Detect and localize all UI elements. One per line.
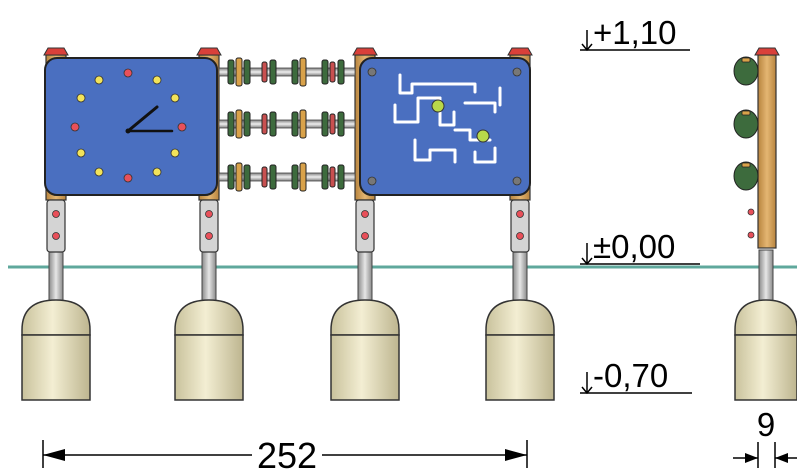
maze-ball-2 [476, 129, 490, 143]
level-marker-foundation: -0,70 [580, 357, 692, 395]
foundation-2 [174, 249, 244, 401]
level-marker-ground: ±0,00 [580, 228, 700, 266]
foundation-1 [21, 249, 91, 401]
clock-hands [125, 105, 174, 134]
foundation-4 [485, 249, 555, 401]
level-marker-top: +1,10 [580, 14, 690, 52]
foundation-side [734, 249, 797, 401]
roller-row-1 [218, 57, 356, 87]
level-label-ground: ±0,00 [593, 228, 675, 265]
roller-row-2 [218, 109, 356, 139]
clock-panel [44, 57, 218, 196]
level-label-top: +1,10 [593, 14, 677, 51]
foundation-3 [330, 249, 400, 401]
maze-panel [359, 57, 531, 196]
maze-ball-1 [431, 99, 445, 113]
level-label-foundation: -0,70 [593, 357, 668, 394]
width-dimension-label: 252 [257, 435, 317, 472]
maze-tracks [393, 73, 502, 164]
width-dimension: 252 [42, 435, 528, 472]
depth-dimension-label: 9 [757, 406, 775, 443]
side-view [733, 47, 780, 249]
clock-dots [70, 68, 187, 183]
roller-bars [218, 57, 356, 192]
depth-dimension: 9 [733, 406, 797, 468]
roller-row-3 [218, 162, 356, 192]
